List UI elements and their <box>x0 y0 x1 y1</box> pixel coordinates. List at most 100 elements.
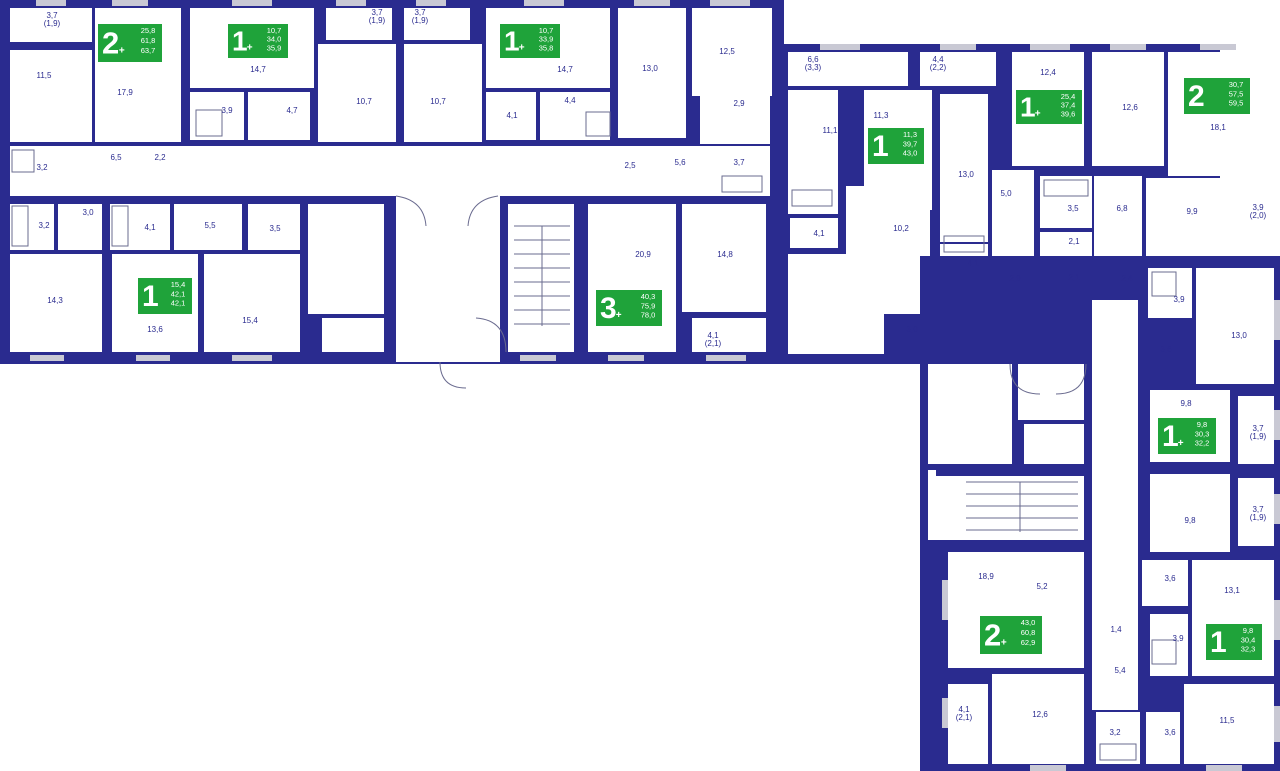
room <box>1092 52 1164 166</box>
apartment-badge-background <box>138 278 192 314</box>
balcony-area-label: (2,1) <box>956 713 973 722</box>
room <box>322 318 384 352</box>
apartment-badge: 2+43,060,862,9 <box>980 616 1042 654</box>
room-area-label: 5,2 <box>1036 582 1048 591</box>
apartment-area-value: 10,7 <box>539 26 554 35</box>
apartment-badge: 1+10,733,935,8 <box>500 24 560 58</box>
apartment-badge: 1+9,830,332,2 <box>1158 418 1216 454</box>
apartment-room-count: 1 <box>1162 420 1179 453</box>
stairwell <box>936 476 1084 540</box>
room-area-label: 12,5 <box>719 47 735 56</box>
apartment-plus-mark: + <box>119 46 125 57</box>
windows <box>30 0 1280 771</box>
balcony-area-label: (1,9) <box>44 19 61 28</box>
room-area-label: 5,6 <box>674 158 686 167</box>
apartment-area-value: 30,3 <box>1195 429 1210 438</box>
room <box>248 204 300 250</box>
apartment-area-value: 63,7 <box>141 46 156 55</box>
room-area-label: 3,7 <box>1252 505 1264 514</box>
room-area-label: 4,4 <box>564 96 576 105</box>
room-area-label: 10,2 <box>893 224 909 233</box>
apartment-badge: 1+25,437,439,6 <box>1016 90 1082 124</box>
balcony-area-label: (1,9) <box>412 16 429 25</box>
apartment-area-value: 78,0 <box>641 311 656 320</box>
balcony-area-label: (2,0) <box>1250 211 1267 220</box>
apartment-area-value: 42,1 <box>171 299 186 308</box>
balcony-area-label: (1,9) <box>1250 513 1267 522</box>
room <box>248 92 310 140</box>
apartment-room-count: 1 <box>504 26 520 57</box>
room <box>204 254 300 352</box>
apartment-area-value: 25,8 <box>141 26 156 35</box>
room-area-label: 4,4 <box>932 55 944 64</box>
room <box>1146 712 1180 764</box>
balcony-area-label: (3,3) <box>805 63 822 72</box>
room-area-label: 4,1 <box>144 223 156 232</box>
room <box>1238 396 1274 464</box>
room-area-label: 3,5 <box>269 224 281 233</box>
room-area-label: 6,8 <box>1116 204 1128 213</box>
room-area-label: 20,9 <box>635 250 651 259</box>
room-area-label: 14,7 <box>250 65 266 74</box>
apartment-area-value: 9,8 <box>1243 626 1253 635</box>
room-area-label: 12,6 <box>1032 710 1048 719</box>
apartment-room-count: 2 <box>102 26 119 61</box>
room <box>948 684 988 764</box>
room <box>1184 684 1274 764</box>
room-area-label: 3,2 <box>38 221 50 230</box>
apartment-badge-background <box>1206 624 1262 660</box>
room-area-label: 3,7 <box>371 8 383 17</box>
room-area-label: 4,1 <box>813 229 825 238</box>
room <box>940 94 988 242</box>
apartment-area-value: 39,7 <box>903 139 918 148</box>
apartment-area-value: 15,4 <box>171 280 186 289</box>
room-area-label: 13,0 <box>642 64 658 73</box>
room-area-label: 3,6 <box>1160 345 1172 354</box>
room-area-label: 3,7 <box>46 11 58 20</box>
room-area-label: 11,3 <box>874 111 890 120</box>
apartment-plus-mark: + <box>616 310 622 321</box>
room <box>318 44 396 142</box>
room-area-label: 3,0 <box>82 208 94 217</box>
room-area-label: 3,9 <box>1252 203 1264 212</box>
room <box>1146 178 1230 256</box>
room-area-label: 17,9 <box>117 88 133 97</box>
room <box>404 8 470 40</box>
apartment-plus-mark: + <box>1035 109 1041 120</box>
apartment-badge-background <box>500 24 560 58</box>
apartment-area-value: 43,0 <box>903 149 918 158</box>
apartment-room-count: 1 <box>1210 626 1227 659</box>
room-area-label: 2,5 <box>624 161 636 170</box>
room-area-label: 2,9 <box>1009 274 1021 283</box>
fixtures <box>11 109 1177 761</box>
room <box>58 204 102 250</box>
room-area-label: 9,9 <box>1186 207 1198 216</box>
apartment-room-count: 1 <box>142 280 159 313</box>
apartment-badge-background <box>596 290 662 326</box>
apartment-room-count: 2 <box>984 618 1001 653</box>
room <box>10 204 54 250</box>
apartment-badge: 3+40,375,978,0 <box>596 290 662 326</box>
apartment-area-value: 42,1 <box>171 289 186 298</box>
apartment-plus-mark: + <box>1178 438 1184 449</box>
apartment-area-value: 30,7 <box>1229 80 1244 89</box>
corridor <box>1092 300 1138 710</box>
room <box>1148 268 1192 318</box>
room <box>992 674 1084 764</box>
room-area-label: 13,6 <box>147 325 163 334</box>
apartment-area-value: 35,8 <box>539 43 554 52</box>
apartment-badge: 1+10,734,035,9 <box>228 24 288 58</box>
apartment-area-value: 25,4 <box>1061 92 1076 101</box>
room-area-label: 2,2 <box>154 153 166 162</box>
apartment-area-value: 62,9 <box>1021 638 1036 647</box>
room <box>1094 176 1142 260</box>
room-area-label: 3,2 <box>1109 728 1121 737</box>
entrance-lobby <box>396 196 500 362</box>
apartment-plus-mark: + <box>1001 638 1007 649</box>
room <box>1150 614 1188 676</box>
room-area-label: 11,5 <box>37 71 53 80</box>
apartment-area-value: 34,0 <box>267 35 282 44</box>
